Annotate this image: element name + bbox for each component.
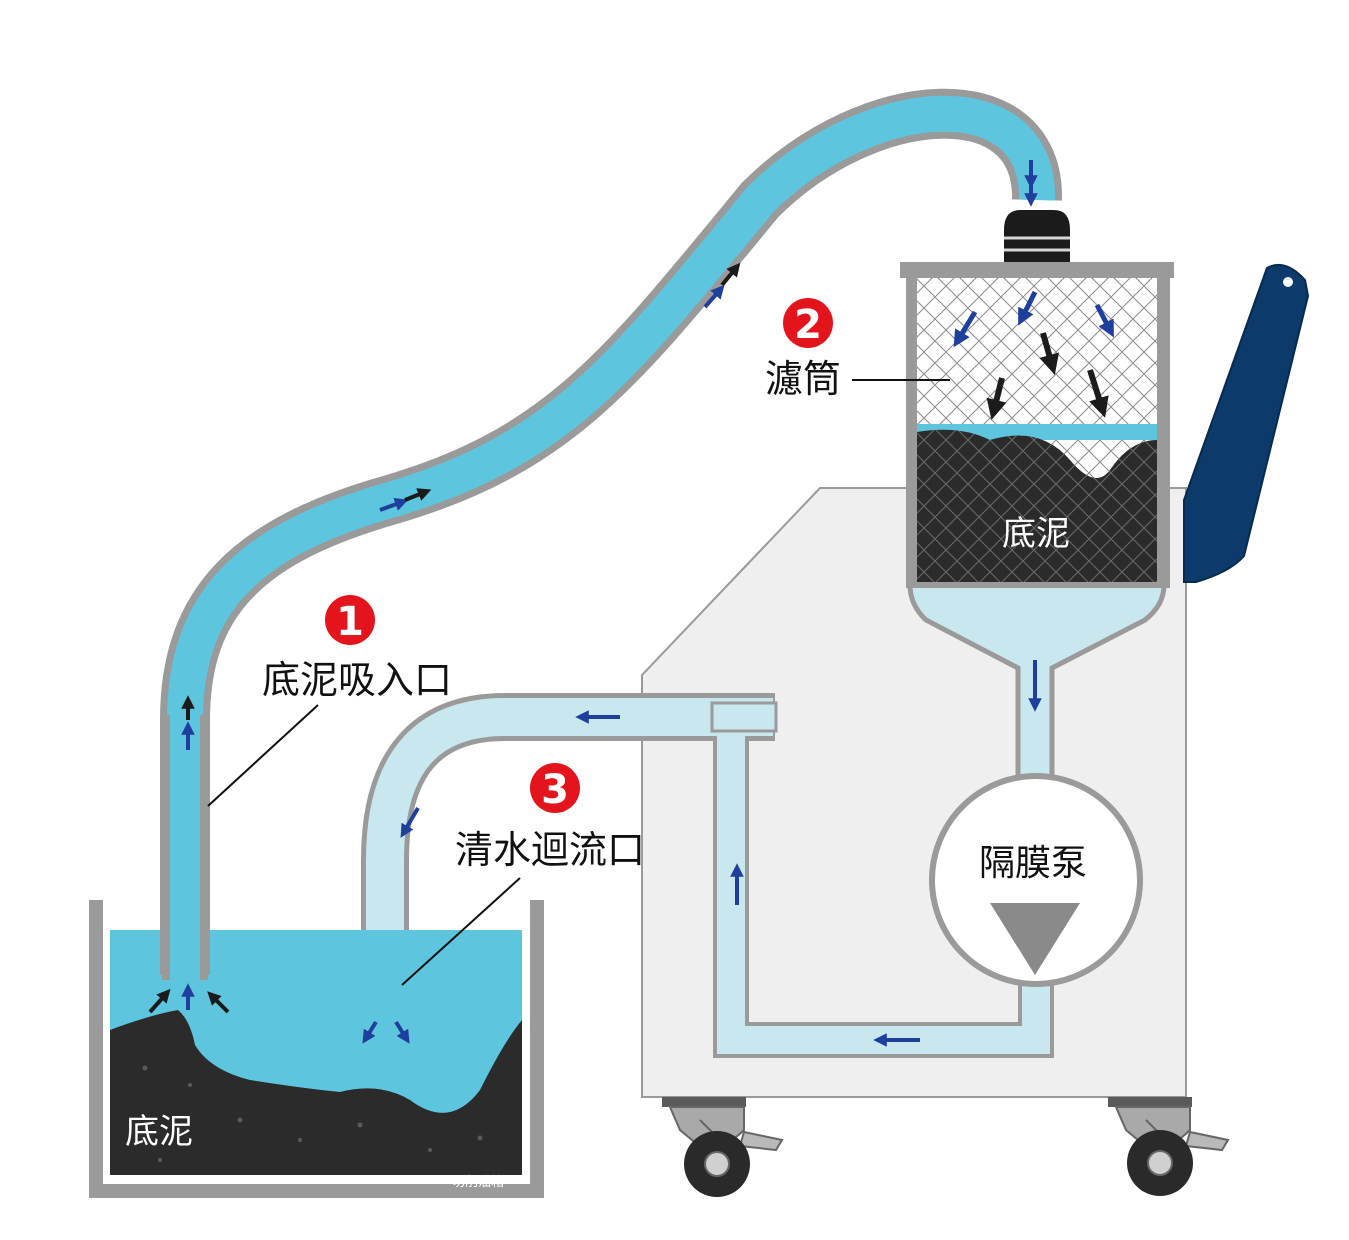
arrow-icon: [394, 1020, 410, 1044]
caster-right: [1108, 1097, 1230, 1196]
arrow-icon: [148, 988, 171, 1014]
triangle-down-icon: [990, 903, 1080, 975]
tank-caption: 切削油箱: [452, 1174, 504, 1190]
caster-left: [662, 1097, 784, 1197]
badge-3: [530, 763, 580, 813]
cart-handle: [1183, 264, 1310, 583]
badge-1-number: 1: [336, 599, 364, 645]
callout-return: 3 清水迴流口: [455, 763, 645, 872]
tank-sludge: [110, 1010, 522, 1175]
filter-sludge-label: 底泥: [1002, 514, 1070, 554]
badge-3-number: 3: [541, 767, 569, 813]
callout-filter: 2 濾筒: [765, 298, 841, 401]
arrow-icon: [986, 377, 1007, 420]
pump-label: 隔膜泵: [979, 843, 1087, 884]
callout-inlet: 1 底泥吸入口: [262, 595, 452, 702]
filter-label: 濾筒: [765, 357, 841, 401]
inlet-label: 底泥吸入口: [262, 658, 452, 702]
arrow-icon: [720, 262, 741, 287]
arrow-icon: [953, 310, 978, 348]
filter-inlet-nozzle: [1004, 210, 1070, 262]
inlet-leader: [207, 704, 319, 807]
return-label: 清水迴流口: [455, 828, 645, 872]
arrow-icon: [400, 806, 420, 838]
badge-1: [325, 595, 375, 645]
arrow-icon: [362, 1020, 378, 1044]
arrow-icon: [207, 991, 230, 1014]
return-leader: [401, 877, 521, 986]
badge-2: [783, 298, 833, 348]
suction-hose: [160, 88, 1063, 982]
arrow-icon: [1094, 303, 1114, 338]
tank-sludge-label: 底泥: [125, 1112, 193, 1152]
leader-lines: [207, 379, 950, 986]
arrow-icon: [379, 497, 409, 512]
arrow-icon: [1039, 332, 1060, 375]
arrow-icon: [404, 488, 432, 502]
arrow-icon: [703, 284, 725, 309]
arrow-icon: [1018, 290, 1038, 326]
diaphragm-pump: 隔膜泵: [929, 773, 1143, 987]
filter-cartridge: 底泥: [900, 210, 1174, 588]
badge-2-number: 2: [794, 302, 822, 348]
flow-arrows: [148, 160, 1114, 1047]
arrow-icon: [1087, 369, 1109, 418]
